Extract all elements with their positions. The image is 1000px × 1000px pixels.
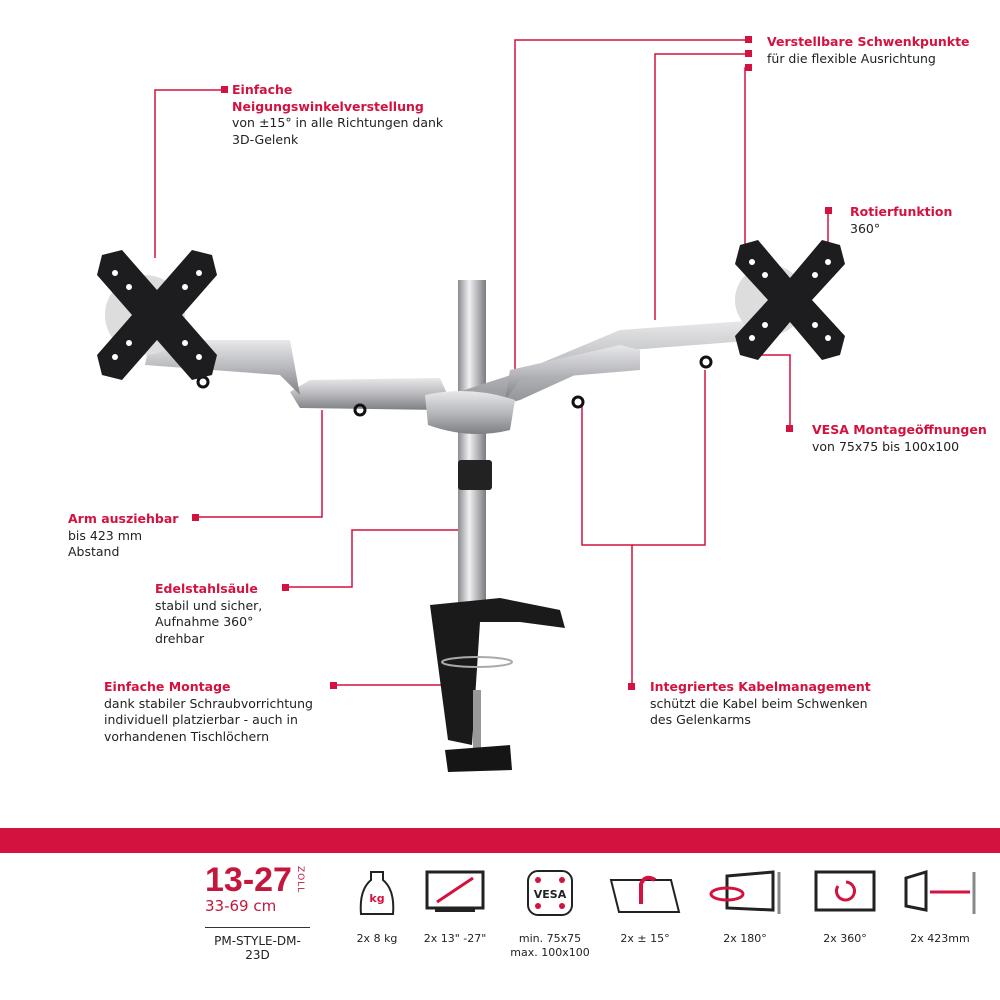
svg-text:VESA: VESA: [534, 888, 567, 901]
svg-text:kg: kg: [369, 892, 384, 905]
feature-label: 2x 180°: [723, 932, 767, 945]
feature-label: 2x 360°: [823, 932, 867, 945]
feature-label: 2x 13" -27": [423, 932, 487, 945]
feature-swivel: 2x 180°: [700, 868, 790, 946]
swivel-icon: [709, 870, 781, 914]
model-number: PM-STYLE-DM-23D: [205, 927, 310, 962]
cm-range: 33-69 cm: [205, 897, 277, 915]
vesa-icon: VESA: [527, 870, 573, 916]
feature-label: 2x 8 kg: [356, 932, 398, 945]
rotate-icon: [814, 870, 876, 912]
tilt-icon: [609, 875, 681, 913]
feature-label: 2x 423mm: [910, 932, 970, 945]
weight-icon: kg: [359, 871, 395, 915]
inch-range: 13-27: [205, 861, 292, 899]
feature-tilt: 2x ± 15°: [600, 868, 690, 946]
feature-label-secondary: max. 100x100: [510, 946, 590, 959]
red-divider-bar: [0, 828, 1000, 853]
screen-size-icon: [425, 870, 485, 912]
feature-label: 2x ± 15°: [620, 932, 670, 945]
screen-size-spec: 13-27 33-69 cm ZOLL: [205, 861, 305, 915]
unit-label: ZOLL: [295, 866, 305, 894]
feature-rotation: 2x 360°: [800, 868, 890, 946]
monitor-mount-illustration: [97, 36, 845, 772]
extend-icon: [904, 869, 976, 914]
feature-screen-size: 2x 13" -27": [410, 868, 500, 946]
feature-label: min. 75x75: [518, 932, 582, 945]
feature-weight: kg 2x 8 kg: [332, 868, 422, 946]
feature-extension: 2x 423mm: [895, 868, 985, 946]
